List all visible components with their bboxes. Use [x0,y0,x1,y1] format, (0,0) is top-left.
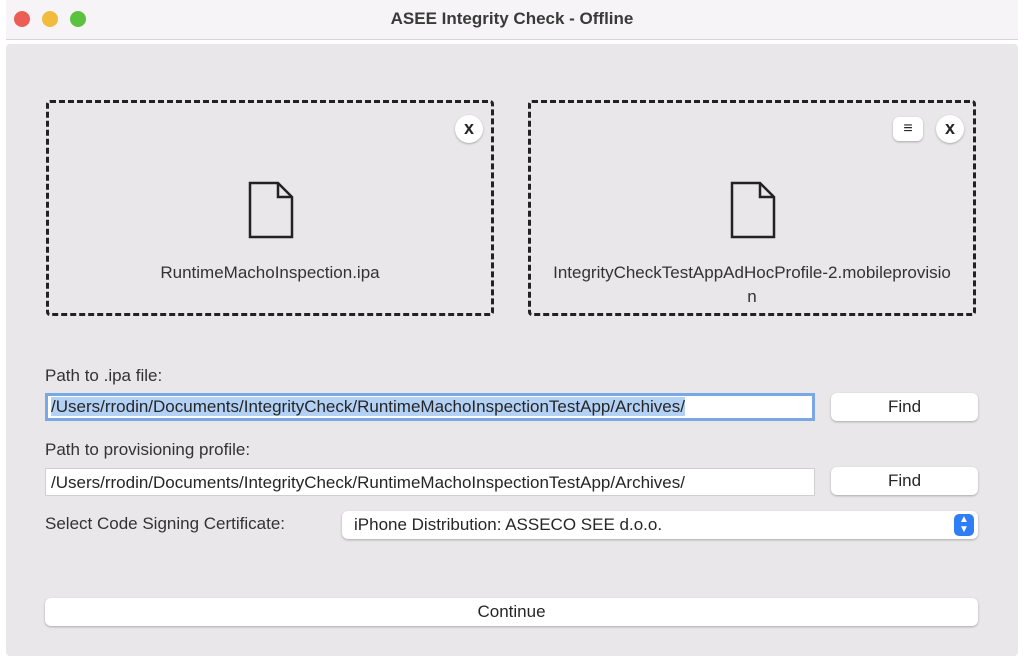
menu-icon[interactable]: ≡ [893,117,923,141]
file-icon [730,181,776,239]
minimize-window-button[interactable] [42,11,58,27]
find-profile-button[interactable]: Find [831,467,978,495]
ipa-path-input[interactable]: /Users/rrodin/Documents/IntegrityCheck/R… [45,393,815,421]
close-window-button[interactable] [14,11,30,27]
profile-drop-zone[interactable]: IntegrityCheckTestAppAdHocProfile-2.mobi… [528,100,976,316]
profile-path-label: Path to provisioning profile: [45,440,251,459]
ipa-filename: RuntimeMachoInspection.ipa [160,263,380,282]
window-title: ASEE Integrity Check - Offline [390,9,634,28]
profile-path-input[interactable]: /Users/rrodin/Documents/IntegrityCheck/R… [45,468,815,496]
ipa-path-label: Path to .ipa file: [45,366,163,385]
window-content [6,44,1018,656]
remove-profile-button[interactable]: x [936,115,964,143]
ipa-drop-zone[interactable]: RuntimeMachoInspection.ipa x [46,100,494,316]
find-ipa-button[interactable]: Find [831,393,978,421]
continue-button[interactable]: Continue [45,598,978,626]
profile-filename: IntegrityCheckTestAppAdHocProfile-2.mobi… [553,263,951,306]
file-icon [248,181,294,239]
zoom-window-button[interactable] [70,11,86,27]
ipa-path-value: /Users/rrodin/Documents/IntegrityCheck/R… [51,397,685,416]
remove-ipa-button[interactable]: x [455,115,483,143]
chevron-updown-icon: ▲▼ [954,514,974,536]
certificate-select[interactable]: iPhone Distribution: ASSECO SEE d.o.o. ▲… [342,511,978,539]
certificate-label: Select Code Signing Certificate: [45,514,286,533]
certificate-value: iPhone Distribution: ASSECO SEE d.o.o. [354,515,663,534]
title-bar: ASEE Integrity Check - Offline [6,0,1018,40]
